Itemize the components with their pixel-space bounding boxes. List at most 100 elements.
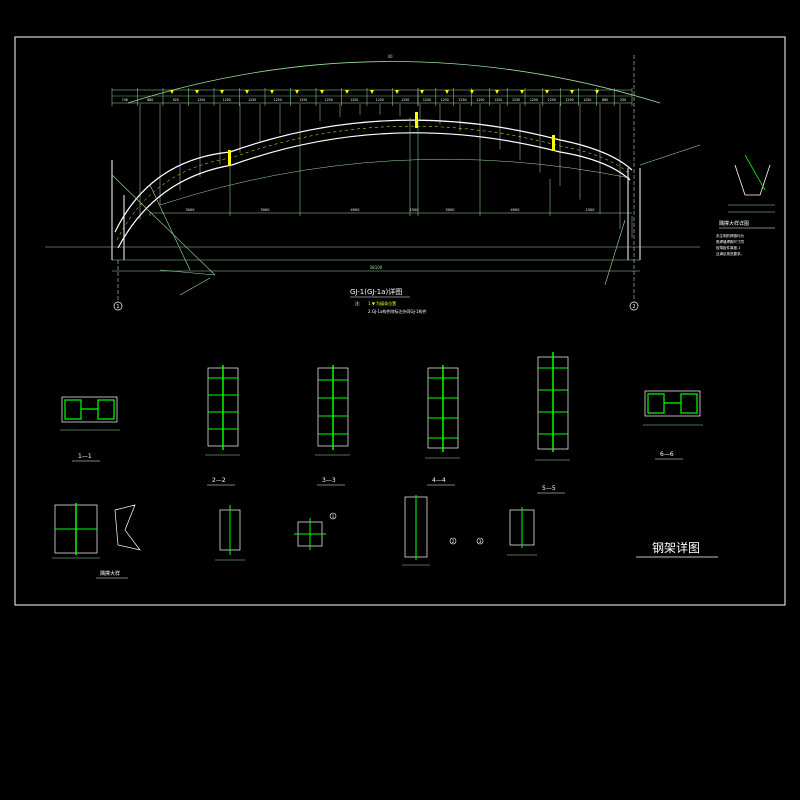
purlin-marker (445, 90, 449, 94)
purlin-dimension-label: 250 (620, 98, 626, 102)
plate-detail-a (215, 505, 245, 561)
purlin-dimension-label: 880 (147, 98, 153, 102)
axis-label-left: 1 (116, 304, 119, 310)
plate-detail-c: 2 (402, 495, 457, 566)
section-1-title: 1—1 (78, 453, 92, 460)
detail-bubble-2-label: 2 (452, 539, 455, 544)
purlin-dimension-label: 1250 (350, 98, 358, 102)
purlin-dimension-label: 1250 (494, 98, 502, 102)
right-eave-leader (639, 144, 701, 166)
axis-bubble-left (113, 301, 123, 311)
purlin-dimension-label: 1250 (223, 98, 231, 102)
purlin-marker (570, 90, 574, 94)
section-3-title: 3—3 (322, 477, 336, 484)
section-6-plate (644, 390, 701, 417)
purlin-dimension-label: 880 (602, 98, 608, 102)
segment-dimension-label: 1500 (586, 208, 595, 212)
purlin-dimension-label: 1250 (401, 98, 409, 102)
section-4-4: 4—4 (425, 365, 460, 486)
segment-dimension-label: 3000 (186, 208, 195, 212)
purlin-marker (470, 90, 474, 94)
purlin-marker (195, 90, 199, 94)
purlin-dimension-label: 1250 (476, 98, 484, 102)
side-detail-brace (744, 154, 766, 191)
section-6-title: 6—6 (660, 451, 674, 458)
detail-bubble-1 (329, 512, 337, 520)
purlin-marker (320, 90, 324, 94)
knee-brace-angle (114, 504, 141, 551)
elevation-title: GJ-1(GJ-1a)详图 (350, 287, 402, 296)
purlin-marker (220, 90, 224, 94)
purlin-dimension-label: 1250 (299, 98, 307, 102)
purlin-dimension-label: 1250 (274, 98, 282, 102)
segment-dimension-label: 3000 (261, 208, 270, 212)
splice-plate-left (228, 150, 231, 166)
purlin-dimension-label: 1250 (197, 98, 205, 102)
segment-dimension-label: 4900 (511, 208, 520, 212)
section-4-title: 4—4 (432, 477, 446, 484)
overall-span-label: 40 (387, 54, 393, 59)
purlin-dimension-label: 1250 (530, 98, 538, 102)
arch-beam-bottom (117, 132, 631, 249)
plate-detail-b: 1 (294, 512, 337, 550)
secondary-arc (159, 159, 631, 206)
side-detail-note-1: 未注明的焊缝均为 (716, 233, 744, 238)
purlin-marker (495, 90, 499, 94)
note-1: 1.▼ 为檩条位置 (368, 300, 396, 306)
section-3-3: 3—3 (315, 365, 350, 486)
purlin-dimension-label: 1250 (376, 98, 384, 102)
section-6-flange-right (680, 393, 698, 414)
section-2-2: 2—2 (205, 365, 240, 486)
detail-bubble-2 (449, 537, 457, 545)
section-1-flange-right (97, 399, 115, 420)
side-detail-note-4: 且满足规范要求。 (716, 251, 744, 256)
purlin-marker (345, 90, 349, 94)
side-detail-outline (734, 164, 771, 196)
section-1-plate (61, 396, 118, 423)
purlin-marker (595, 90, 599, 94)
purlin-marker (270, 90, 274, 94)
purlin-dimension-label: 1250 (548, 98, 556, 102)
knee-brace-title: 隅撑大样 (100, 570, 120, 577)
note-prefix: 注: (355, 300, 360, 306)
purlin-dimension-label: 920 (173, 98, 179, 102)
purlin-dimension-label: 746 (122, 98, 128, 102)
purlin-marker (370, 90, 374, 94)
segment-dimension-label: 3000 (446, 208, 455, 212)
right-column-leader (604, 219, 626, 286)
purlin-dimension-label: 1250 (512, 98, 520, 102)
left-brace-line-3 (159, 269, 216, 276)
purlin-dimension-label: 1250 (325, 98, 333, 102)
section-6-6: 6—6 (643, 390, 703, 460)
left-brace-line-1 (111, 174, 216, 276)
bottom-span-label: 38100 (370, 265, 383, 270)
axis-label-right: 2 (632, 304, 635, 310)
section-1-flange-left (64, 399, 82, 420)
side-detail-note-2: 角焊缝焊脚尺寸同 (716, 239, 744, 244)
purlin-marker (170, 90, 174, 94)
plate-detail-d: 3 (476, 507, 537, 556)
left-brace-leader (179, 277, 211, 296)
segment-dimension-label: 4900 (351, 208, 360, 212)
drawing-main-title: 钢架详图 (652, 540, 700, 555)
purlin-marker (545, 90, 549, 94)
section-1-1: 1—1 (60, 396, 120, 462)
section-2-title: 2—2 (212, 477, 226, 484)
purlin-dimension-label: 1250 (441, 98, 449, 102)
left-brace-line-2 (149, 184, 191, 271)
detail-bubble-3 (476, 537, 484, 545)
section-6-flange-left (647, 393, 665, 414)
purlin-marker (420, 90, 424, 94)
purlin-marker (295, 90, 299, 94)
purlin-marker (520, 90, 524, 94)
section-5-title: 5—5 (542, 485, 556, 492)
arch-beam-top (114, 119, 633, 233)
section-5-5: 5—5 (535, 352, 570, 494)
side-detail-note-3: 较薄板件厚度-1 (716, 245, 741, 250)
purlin-dimension-labels-left: 746 880 920 1250 1250 1250 1250 1250 1250 1250 125… (122, 98, 410, 102)
purlin-dimension-ticks (111, 88, 633, 106)
knee-brace-detail: 隅撑大样 (52, 503, 141, 579)
segment-dimension-label: 1500 (410, 208, 419, 212)
